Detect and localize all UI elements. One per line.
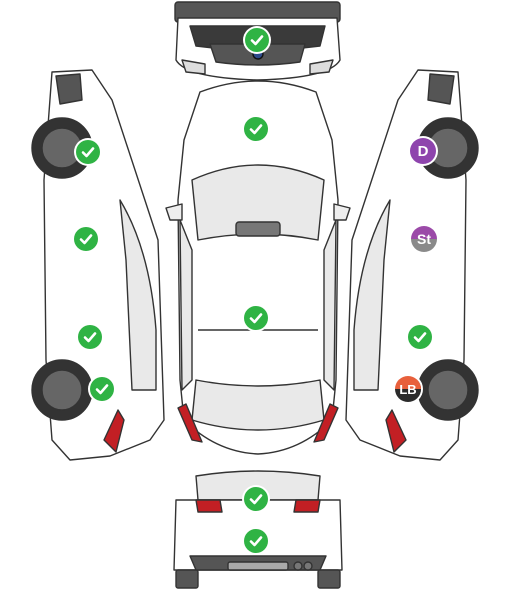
check-icon [83, 332, 97, 343]
check-icon [249, 124, 263, 135]
check-icon [79, 234, 93, 245]
check-icon [250, 35, 264, 46]
check-marker-rear-bumper[interactable] [244, 529, 268, 553]
check-marker-left-rear-door[interactable] [78, 325, 102, 349]
check-marker-left-front-wheel[interactable] [76, 140, 100, 164]
check-icon [95, 384, 109, 395]
check-marker-roof[interactable] [244, 306, 268, 330]
left-side-view[interactable] [31, 69, 165, 461]
damage-badge-d-label: D [417, 142, 429, 160]
check-marker-front[interactable] [245, 28, 269, 52]
right-side-view[interactable] [345, 69, 479, 461]
check-marker-left-front-door[interactable] [74, 227, 98, 251]
damage-badge-st-label: St [417, 231, 431, 247]
damage-badge-lb-label: LB [399, 381, 417, 397]
check-marker-left-rear-wheel[interactable] [90, 377, 114, 401]
check-icon [81, 147, 95, 158]
check-marker-hood[interactable] [244, 117, 268, 141]
check-marker-rear-window[interactable] [244, 487, 268, 511]
check-marker-right-rear-door[interactable] [408, 325, 432, 349]
check-icon [249, 494, 263, 505]
check-icon [413, 332, 427, 343]
damage-badge-st[interactable]: St [411, 226, 437, 252]
top-view[interactable] [165, 80, 351, 455]
damage-badge-lb[interactable]: LB [395, 376, 421, 402]
check-icon [249, 313, 263, 324]
check-icon [249, 536, 263, 547]
damage-badge-d[interactable]: D [410, 138, 436, 164]
